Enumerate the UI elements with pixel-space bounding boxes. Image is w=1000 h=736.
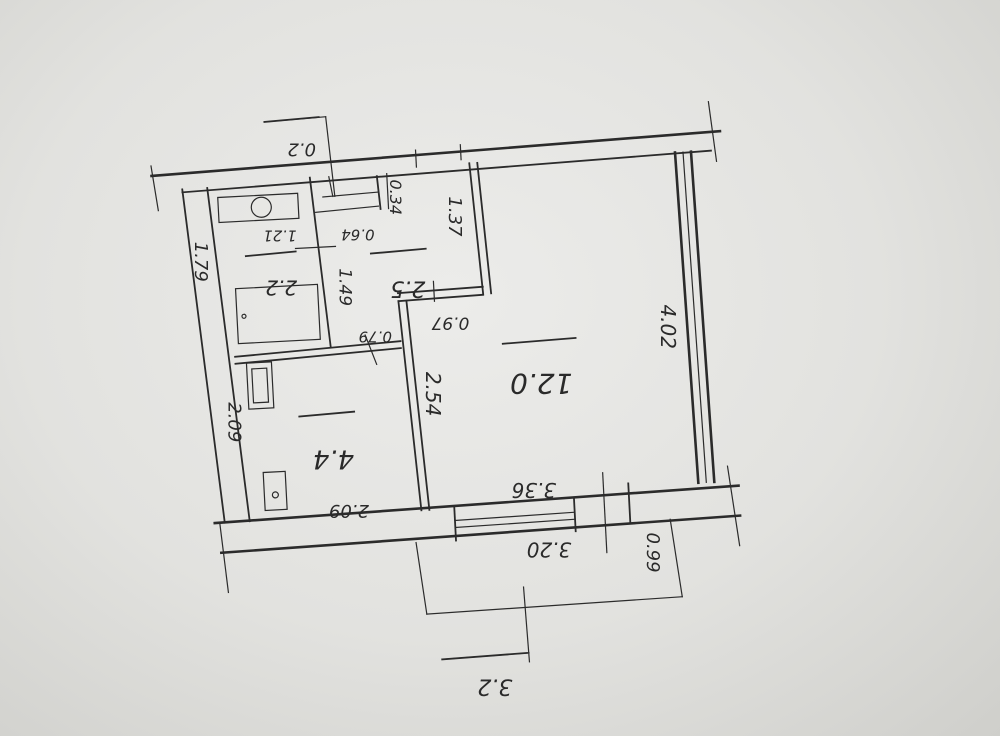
interior-partitions (234, 161, 493, 512)
kitchen-fixtures (245, 361, 288, 512)
right-window-wall (673, 150, 716, 485)
outer-left-wall (181, 187, 251, 524)
dim-bath-length: 1.79 (190, 242, 211, 282)
dim-hall-small: 0.79 (359, 328, 392, 346)
kitchen-area: 4.4 (313, 444, 354, 474)
dim-main-width: 3.36 (512, 478, 557, 502)
toilet-icon (217, 192, 300, 224)
dimension-labels: 4.02 3.36 2.54 2.09 2.09 1.79 1.49 1.37 … (190, 179, 680, 572)
dim-hall-length: 1.37 (444, 196, 465, 237)
closet-area: 0.2 (287, 138, 316, 159)
dim-kitchen-outer: 2.09 (223, 402, 244, 442)
dim-closet-d: 0.64 (341, 225, 374, 243)
drain-icon (241, 313, 247, 319)
room-area-labels: 12.0 4.4 2.5 2.2 0.2 3.2 (244, 116, 577, 699)
dim-main-length: 4.02 (656, 304, 680, 349)
hall-area: 2.5 (390, 276, 425, 301)
balcony-area: 3.2 (477, 674, 512, 699)
outer-bottom-wall (213, 472, 742, 555)
bathtub-icon (234, 283, 321, 345)
dim-bath-width: 1.49 (335, 268, 355, 306)
bathroom-area: 2.2 (265, 275, 297, 299)
outer-top-wall (150, 129, 722, 194)
dim-hall-notch: 0.97 (431, 312, 469, 332)
washbasin-icon (250, 196, 272, 218)
dim-closet-w: 0.34 (386, 179, 405, 215)
dim-balcony-depth: 0.99 (642, 532, 663, 572)
dim-balcony-length: 3.20 (527, 537, 572, 561)
stove-icon (245, 361, 275, 410)
main-room-area: 12.0 (510, 367, 572, 400)
dim-kitchen-length: 2.54 (421, 372, 445, 417)
dim-bath-inner: 1.21 (263, 226, 296, 244)
sink-icon (262, 470, 288, 512)
bathroom-fixtures (217, 192, 321, 345)
dim-kitchen-width: 2.09 (329, 500, 369, 521)
